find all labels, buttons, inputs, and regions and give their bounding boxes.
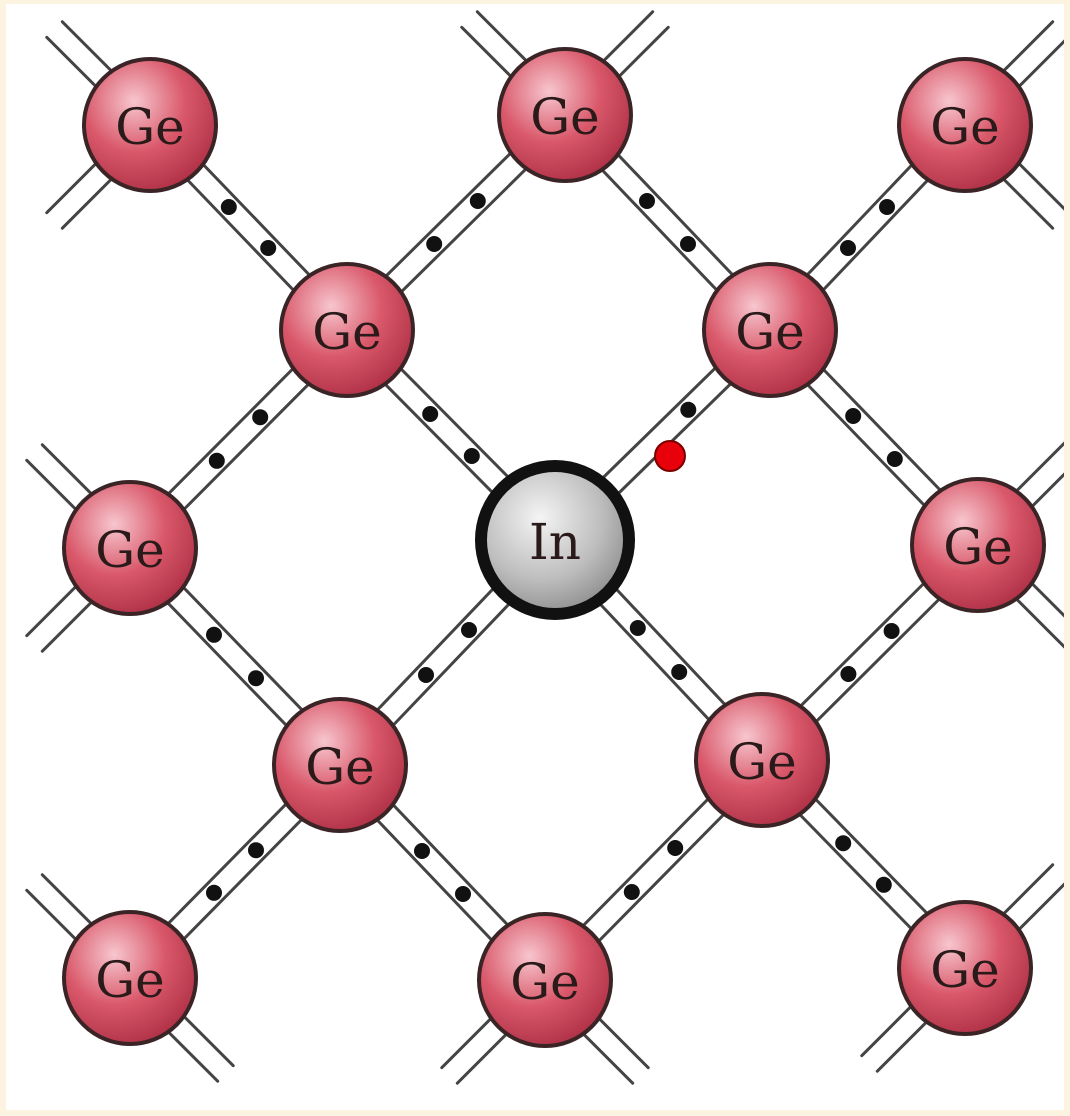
electron-dot: [629, 620, 646, 636]
ge-atom-r0-c1: Ge: [497, 47, 633, 183]
electron-dot: [845, 408, 862, 424]
ge-atom-label: Ge: [95, 951, 165, 1009]
ge-atom-r4-c0: Ge: [62, 910, 198, 1046]
ge-atom-sphere: [897, 57, 1033, 193]
electron-dot: [469, 193, 486, 209]
ge-atom-sphere: [477, 912, 613, 1048]
ge-atom-label: Ge: [735, 303, 805, 361]
electron-dot: [883, 623, 900, 639]
electron-dot: [455, 886, 471, 902]
electron-dot: [639, 193, 655, 209]
ge-atom-label: Ge: [930, 941, 1000, 999]
electron-dot: [461, 622, 477, 638]
ge-atom-sphere: [272, 697, 408, 833]
ge-atom-sphere: [702, 262, 838, 398]
electron-dot: [252, 409, 269, 426]
hole-marker: [654, 440, 686, 472]
ge-atom-label: Ge: [305, 738, 375, 796]
ge-atom-r3-c1: Ge: [694, 692, 830, 828]
ge-atom-label: Ge: [943, 518, 1013, 576]
ge-atom-label: Ge: [115, 98, 185, 156]
ge-atom-sphere: [279, 262, 415, 398]
electron-dot: [875, 876, 892, 893]
ge-atom-r4-c1: Ge: [477, 912, 613, 1048]
in-atom-sphere: [475, 460, 635, 620]
electron-dot: [840, 666, 857, 682]
electron-dot: [208, 452, 225, 469]
ge-atom-label: Ge: [727, 733, 797, 791]
electron-dot: [422, 406, 439, 422]
ge-atom-sphere: [897, 900, 1033, 1036]
electron-dot: [680, 236, 696, 252]
electron-dot: [680, 401, 697, 418]
electron-dot: [260, 240, 277, 256]
ge-atom-sphere: [497, 47, 633, 183]
ge-atom-label: Ge: [312, 303, 382, 361]
electron-dot: [671, 664, 688, 680]
ge-atom-r0-c2: Ge: [897, 57, 1033, 193]
electron-dot: [248, 670, 264, 687]
electron-dot: [206, 884, 222, 901]
ge-atom-label: Ge: [930, 98, 1000, 156]
electron-dot: [879, 199, 895, 215]
electron-dot: [667, 840, 684, 856]
ge-atom-label: Ge: [530, 88, 600, 146]
ge-atom-sphere: [62, 480, 198, 616]
ge-atom-r2-c2: Ge: [910, 477, 1046, 613]
electron-dot: [414, 843, 430, 859]
ge-atom-r3-c0: Ge: [272, 697, 408, 833]
ge-atom-sphere: [62, 910, 198, 1046]
electron-dot: [623, 884, 640, 900]
ge-atom-label: Ge: [510, 953, 580, 1011]
electrons-layer: [206, 193, 903, 902]
electron-dot: [220, 199, 237, 215]
ge-atom-r1-c0: Ge: [279, 262, 415, 398]
electron-dot: [463, 448, 480, 464]
ge-atom-sphere: [82, 57, 218, 193]
electron-dot: [835, 835, 852, 852]
electron-dot: [840, 240, 856, 256]
electron-dot: [206, 626, 222, 643]
ge-atom-sphere: [910, 477, 1046, 613]
ge-atom-r4-c2: Ge: [897, 900, 1033, 1036]
in-atom: In: [475, 460, 635, 620]
ge-atom-r2-c0: Ge: [62, 480, 198, 616]
in-atom-label: In: [529, 513, 581, 571]
electron-dot: [248, 842, 264, 859]
electron-dot: [886, 451, 903, 467]
electron-dot: [418, 667, 434, 683]
electron-dot: [426, 236, 443, 252]
ge-atom-r1-c1: Ge: [702, 262, 838, 398]
ge-atom-r0-c0: Ge: [82, 57, 218, 193]
ge-atom-label: Ge: [95, 521, 165, 579]
ge-atom-sphere: [694, 692, 830, 828]
